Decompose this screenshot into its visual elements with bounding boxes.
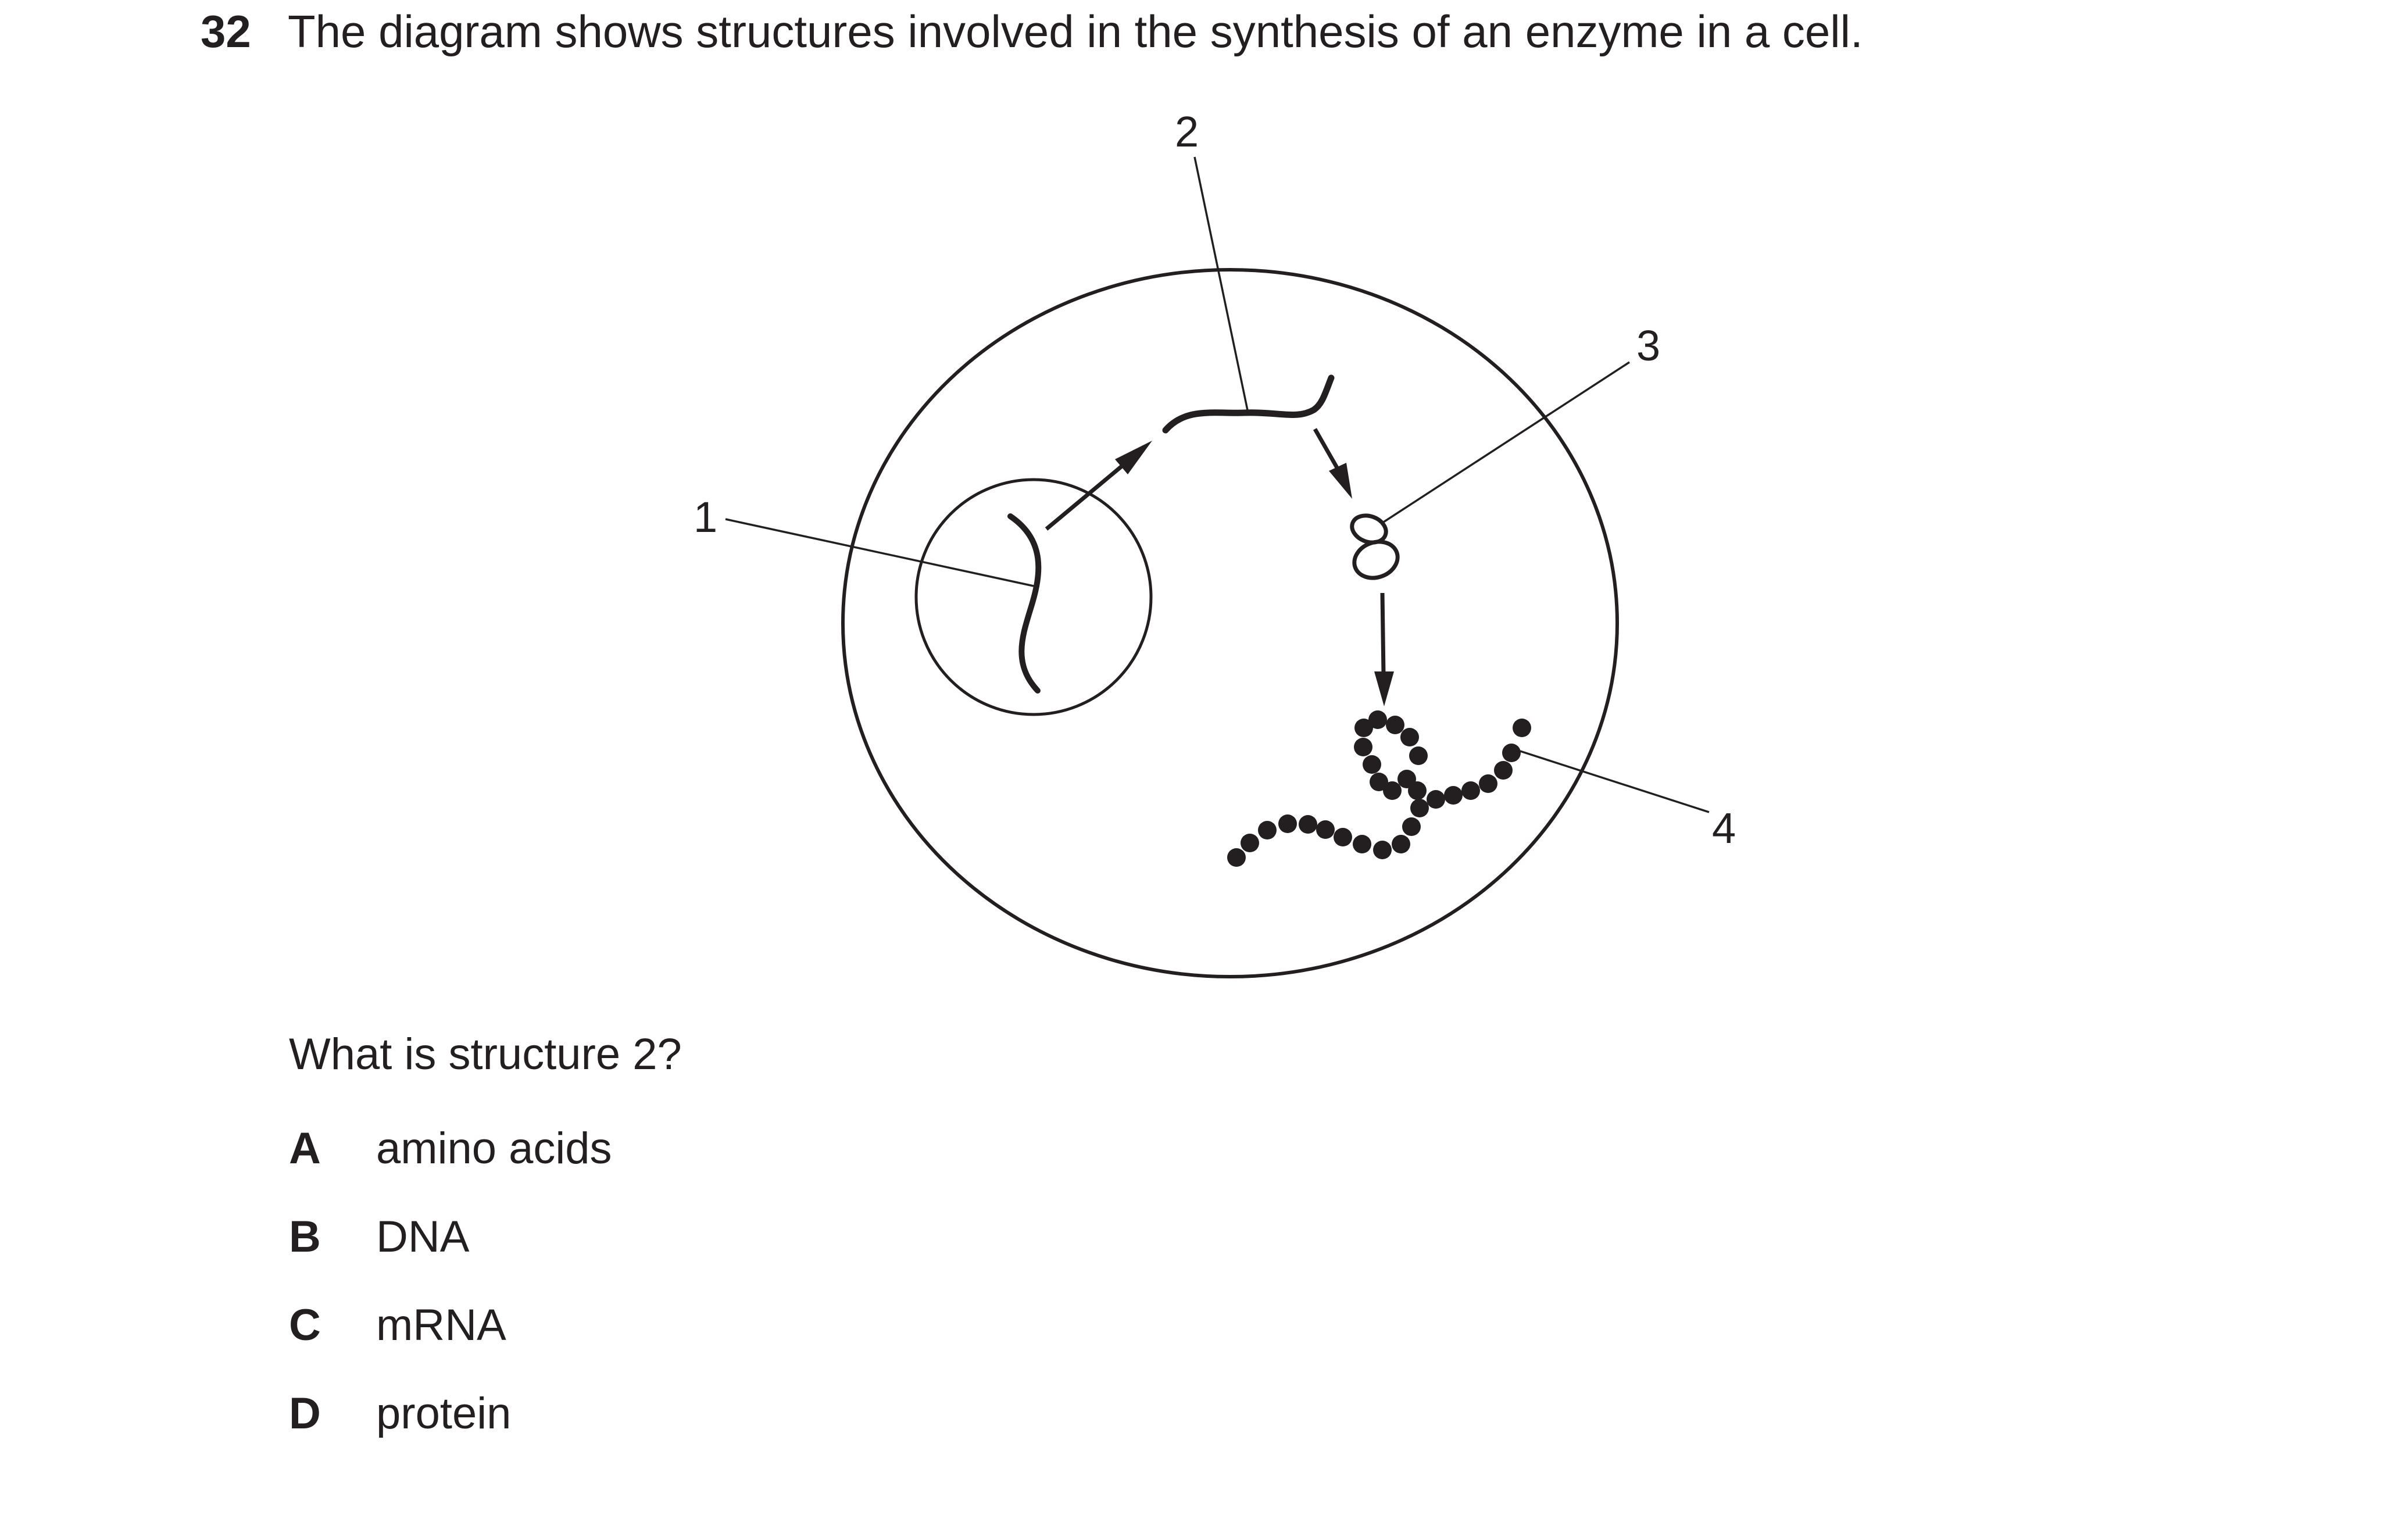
label-2: 2 bbox=[1175, 108, 1199, 156]
polypeptide-chain bbox=[1227, 710, 1531, 867]
option-b-text: DNA bbox=[376, 1212, 470, 1262]
ribosome bbox=[1350, 513, 1400, 580]
question-number: 32 bbox=[201, 6, 251, 57]
option-d-text: protein bbox=[376, 1389, 512, 1438]
option-d[interactable]: D protein bbox=[289, 1388, 612, 1477]
question-header: 32 The diagram shows structures involved … bbox=[201, 5, 1863, 59]
label-leader-lines bbox=[725, 156, 1710, 813]
nucleus bbox=[914, 478, 1153, 716]
answer-options: A amino acids B DNA C mRNA D protein bbox=[289, 1123, 612, 1477]
label-3: 3 bbox=[1636, 321, 1660, 370]
option-a[interactable]: A amino acids bbox=[289, 1123, 612, 1212]
option-c-letter: C bbox=[289, 1300, 321, 1350]
question-prompt: What is structure 2? bbox=[289, 1030, 682, 1079]
option-b[interactable]: B DNA bbox=[289, 1212, 612, 1300]
option-a-text: amino acids bbox=[376, 1124, 612, 1173]
arrow-nucleus-to-mrna bbox=[1045, 441, 1152, 531]
leader-line-3 bbox=[1383, 361, 1630, 523]
option-c[interactable]: C mRNA bbox=[289, 1300, 612, 1388]
arrow-mrna-to-ribosome bbox=[1313, 428, 1352, 499]
arrow-ribosome-to-protein bbox=[1374, 592, 1394, 706]
leader-line-4 bbox=[1520, 750, 1710, 813]
label-1: 1 bbox=[694, 493, 717, 541]
label-4: 4 bbox=[1712, 804, 1736, 852]
option-a-letter: A bbox=[289, 1124, 321, 1173]
leader-line-2 bbox=[1193, 156, 1250, 416]
dna-strand bbox=[1007, 513, 1042, 694]
question-text: The diagram shows structures involved in… bbox=[288, 6, 1863, 57]
option-b-letter: B bbox=[289, 1212, 321, 1262]
option-d-letter: D bbox=[289, 1389, 321, 1438]
leader-line-1 bbox=[725, 518, 1034, 587]
option-c-text: mRNA bbox=[376, 1300, 506, 1350]
mrna-strand bbox=[1162, 374, 1335, 434]
cell-membrane bbox=[841, 268, 1619, 978]
